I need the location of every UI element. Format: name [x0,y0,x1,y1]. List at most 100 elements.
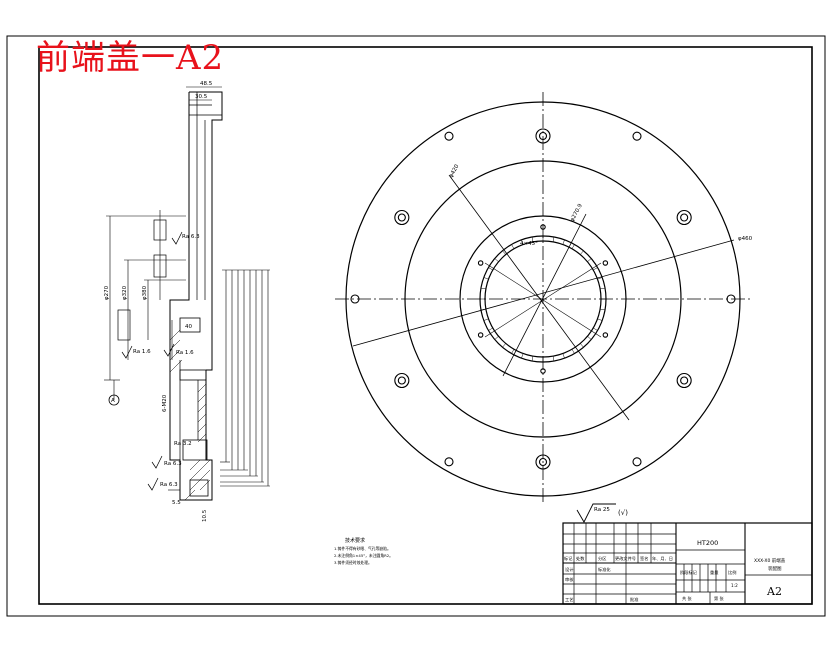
bore-tick [494,336,499,340]
small-hole [632,131,642,141]
bore-tick [571,349,575,354]
bolt-hole-outer [535,128,551,144]
tb-standard: 标准化 [598,566,611,573]
tb-sheet-count: 共 张 [682,595,693,602]
bore-tick [511,244,515,249]
rough-1: Ra 1.6 [133,349,151,355]
tb-sheet-no: 第 张 [714,595,725,602]
hub-thread-hole [540,368,546,374]
tb-design: 设计 [565,566,573,573]
tb-process: 工艺 [565,597,573,602]
leader-phi270 [502,213,587,377]
bore-tick [521,353,524,359]
bolt-hole-inner [538,457,548,467]
bolt-hole-inner [680,213,689,222]
bolt-hole-inner [680,376,689,385]
dim-phi270-9: φ270.9 [569,203,584,223]
bore-tick [580,250,584,255]
hub-thread-hole [477,332,484,338]
tb-approve: 批准 [630,596,638,603]
tb-part-caption-1: XXX-X0 前端盖 [754,557,786,564]
datum-a: A [111,398,115,404]
dim-4x45: 4×45° [520,241,538,247]
bore-tick [587,336,592,340]
tb-scale: 比例 [728,569,736,576]
dim-10-5: 10.5 [202,509,208,522]
datum-a-circle [108,394,120,406]
hub-thread-hole [602,332,609,338]
small-hole [726,294,736,304]
bore-tick [593,327,598,331]
bore-tick [521,239,524,245]
bore-tick [480,287,486,290]
rough-3: Ra 6.3 [164,461,182,467]
dim-30-5: 30.5 [195,94,208,100]
tb-part-caption-2: 装配图 [768,565,782,572]
title-block-text: 标记 处数 分区 更改文件号 签名 年、月、日 设计 标准化 审核 工艺 批准 … [564,539,786,603]
tb-material: HT200 [697,539,718,547]
bore-tick [494,258,499,262]
bolt-hole-outer [535,454,551,470]
bore-tick [502,250,506,255]
dim-5-5: 5.5 [172,500,181,506]
rough-2: Ra 1.6 [176,350,194,356]
tb-mark: 标记 [564,555,573,562]
front-view [335,92,752,504]
bore-tick [580,343,584,348]
small-hole [444,131,454,141]
dim-phi380: φ380 [142,285,148,300]
thread-label: 6-M20 [162,394,168,412]
bore-tick [483,318,489,321]
outer-frame [6,35,826,617]
hub-thread-hole [540,224,546,230]
bore-tick [597,318,603,321]
rough-4: Ra 6.3 [160,482,178,488]
bore-tick [488,267,493,271]
dim-phi320: φ320 [122,285,128,300]
section-view [104,86,270,501]
small-hole [444,457,454,467]
bore-tick [593,267,598,271]
roughness-symbol: Ra 25 (√) [576,503,628,523]
tb-weight: 重量 [710,569,718,576]
title-block [562,522,813,605]
bore-tick [488,327,493,331]
tb-stage: 阶段标记 [680,569,698,576]
leader-phi460 [352,239,735,347]
bore-tick [531,356,534,362]
bore-tick [600,287,606,290]
hole-group [350,128,736,470]
dim-phi460: φ460 [738,236,753,242]
bore-tick [502,343,506,348]
rough-6: Ra 3.2 [174,441,192,447]
bore-tick [587,258,592,262]
dim-phi420: φ420 [448,163,460,179]
bore-tick [552,356,555,362]
bolt-hole-inner [538,131,548,141]
rough-5: Ra 6.3 [182,234,200,240]
bolt-hole-outer [676,372,692,389]
hub-thread-hole [477,260,484,266]
bolt-hole-outer [394,209,410,226]
section-labels: 48.5 30.5 40 Ra 1.6 Ra 1.6 Ra 6.3 Ra 6.3… [104,81,213,522]
tb-zone: 分区 [598,555,606,562]
tb-change-doc: 更改文件号 [615,555,636,562]
bore-tick [600,308,606,311]
drawing-title: 前端盖一A2 [36,38,225,78]
front-labels: φ460 φ270.9 φ420 4×45° [448,163,752,247]
bore-tick [562,239,565,245]
inner-frame [38,46,813,605]
bolt-hole-inner [397,376,406,385]
dim-40: 40 [185,324,192,330]
bolt-hole-outer [676,209,692,226]
small-hole [632,457,642,467]
bore-tick [597,277,603,280]
tb-review: 审核 [565,576,574,583]
bolt-hole-inner [397,213,406,222]
tech-notes: 技术要求 1.铸件不得有砂眼、气孔等缺陷。 2.未注倒角1×45°，未注圆角R2… [334,537,393,565]
bore-tick [480,308,486,311]
bore-tick [562,353,565,359]
bore-tick [571,244,575,249]
